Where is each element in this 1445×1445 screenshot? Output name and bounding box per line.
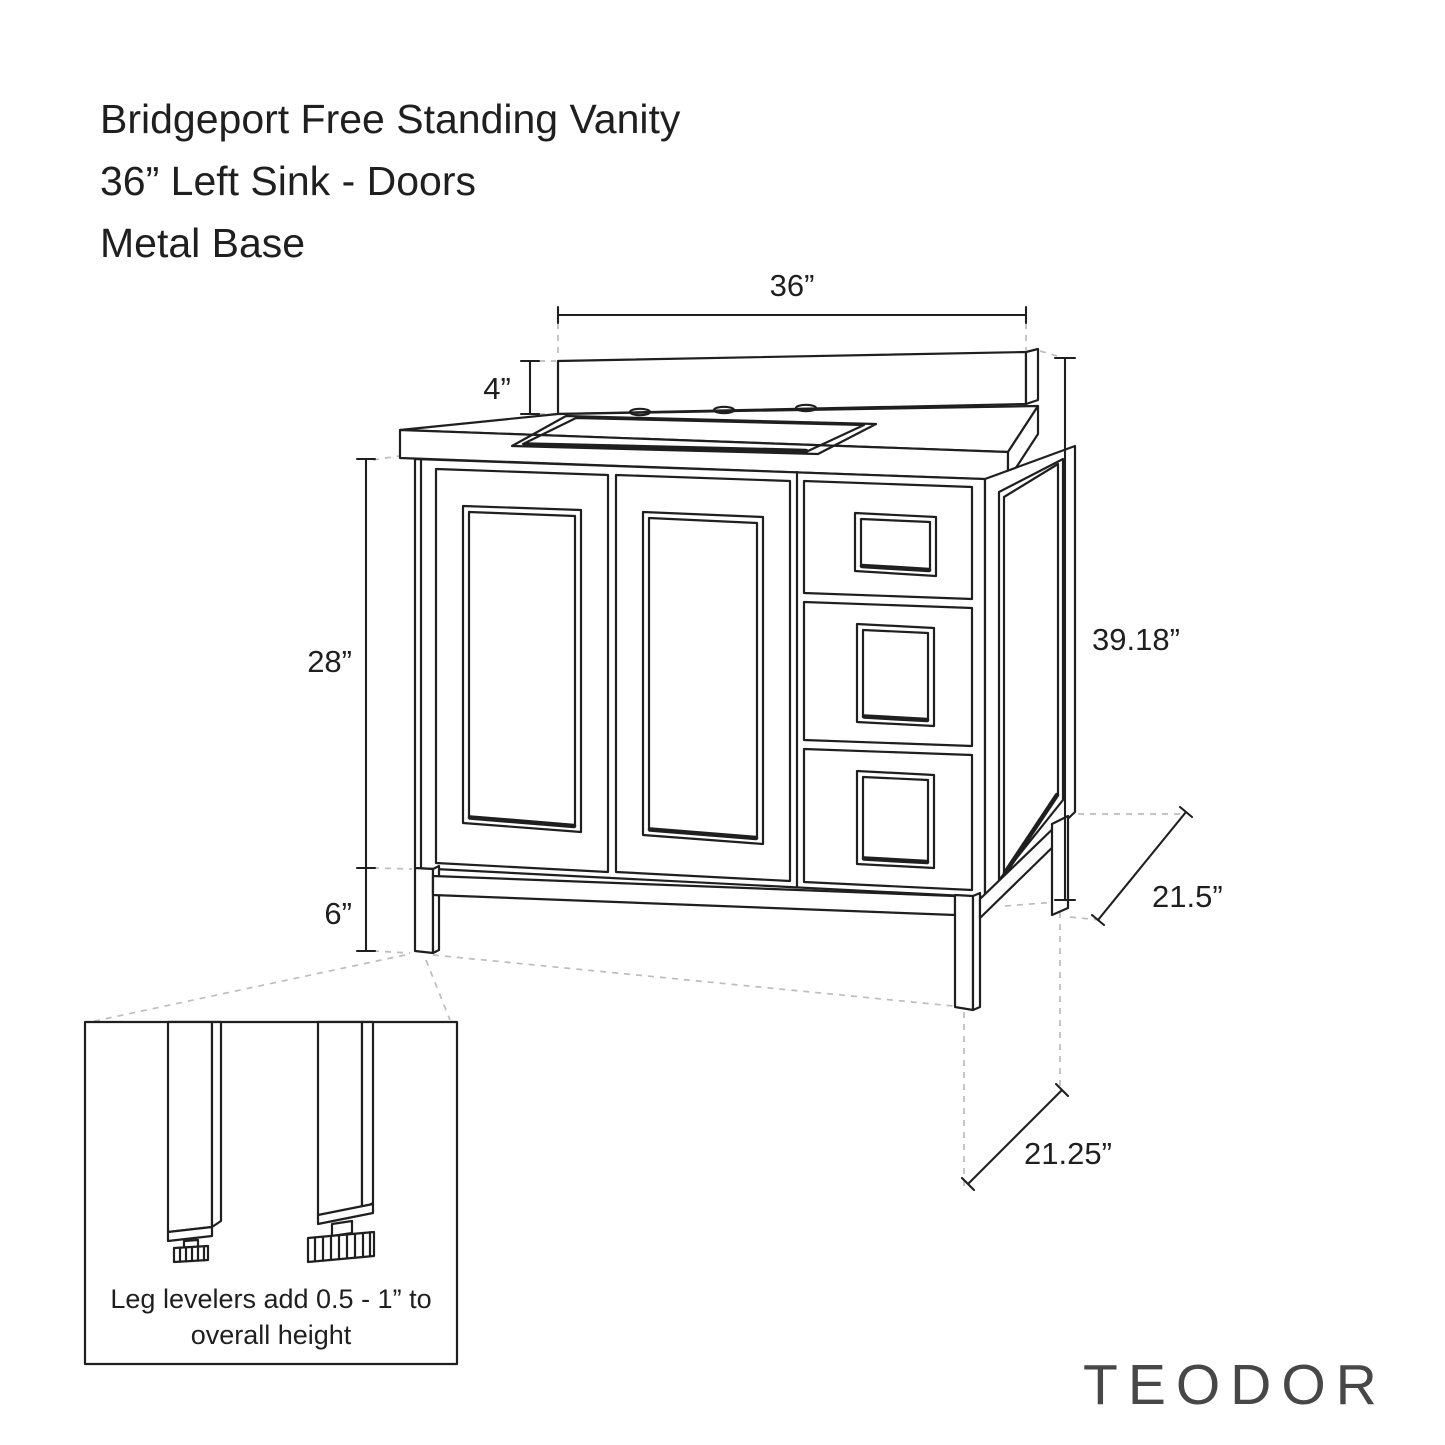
inset-note-line1: Leg levelers add 0.5 - 1” to	[110, 1284, 431, 1314]
drawer-bottom-panel-outer	[855, 769, 936, 870]
backsplash-front-face	[556, 350, 1028, 416]
leg-leveler-inset: Leg levelers add 0.5 - 1” to overall hei…	[83, 1020, 459, 1366]
drawer-top-panel-outer	[853, 511, 938, 578]
title-line-base: Metal Base	[100, 220, 306, 266]
faucet-hole-right	[794, 403, 818, 413]
ext-line-overall-top	[1039, 350, 1058, 357]
dim-top-depth-line	[1090, 805, 1194, 927]
door-left	[434, 467, 610, 874]
floor-reference-line	[432, 954, 954, 1007]
door-right-panel-shadow	[647, 827, 759, 841]
page-title: Bridgeport Free Standing Vanity 36” Left…	[100, 88, 680, 274]
inset-leg-left-side	[210, 1020, 223, 1229]
inset-leg-right-side	[360, 1020, 375, 1211]
inset-leg-left-foot-ridges	[178, 1245, 206, 1263]
inset-leg-right	[306, 1020, 376, 1264]
drawer-middle-panel-outer	[855, 622, 936, 728]
dim-backsplash-line	[519, 359, 541, 416]
dim-overall-height: 39.18”	[1053, 356, 1180, 902]
ext-line-overall-bottom	[1004, 901, 1058, 907]
metal-base	[413, 814, 1070, 1012]
drawer-bottom-panel-shadow	[861, 856, 930, 865]
inset-leg-left-cap	[166, 1225, 214, 1243]
inset-leg-left	[166, 1020, 223, 1264]
ext-line-cabinet-bottom	[372, 867, 413, 870]
dim-overall-height-line	[1053, 356, 1077, 902]
inset-leg-right-front	[316, 1020, 364, 1217]
drawer-bottom	[802, 747, 974, 892]
dim-backsplash-height: 4”	[483, 359, 541, 416]
inset-leg-right-cap	[316, 1202, 375, 1226]
drawer-top	[802, 479, 974, 601]
dim-backsplash-label: 4”	[483, 371, 511, 406]
inset-note-line2: overall height	[191, 1320, 352, 1350]
title-line-config: 36” Left Sink - Doors	[100, 158, 476, 204]
dim-top-depth: 21.5”	[1090, 805, 1223, 927]
sink-cutout-outer	[510, 414, 878, 456]
dim-leg-height-line	[355, 866, 377, 953]
dimension-annotations: 36” 4” 28” 6” 39.18” 21.5” 21.25	[307, 268, 1223, 1192]
sink-cutout-shadow-edge	[522, 442, 809, 454]
countertop	[398, 403, 1040, 482]
door-left-panel-outer	[461, 504, 583, 834]
ext-line-depth-front	[1069, 916, 1101, 921]
backsplash-end-face	[1024, 347, 1040, 406]
drawer-middle	[802, 600, 974, 748]
front-right-leg	[953, 893, 975, 1012]
brand-logo: TEODOR	[1083, 1353, 1387, 1417]
dim-cabinet-height: 28”	[307, 457, 377, 870]
inset-leader-left	[89, 954, 406, 1023]
dim-top-width-line	[556, 305, 1028, 325]
front-right-leg-side	[971, 891, 982, 1012]
dim-top-width: 36”	[556, 268, 1028, 325]
door-right	[614, 473, 792, 883]
inset-leg-left-front	[166, 1020, 214, 1234]
inset-leg-right-foot-ridges	[313, 1231, 372, 1263]
dim-base-depth-label: 21.25”	[1024, 1136, 1112, 1171]
backsplash	[556, 347, 1040, 416]
title-line-product: Bridgeport Free Standing Vanity	[100, 96, 681, 142]
door-right-panel-outer	[641, 510, 765, 846]
dim-overall-height-label: 39.18”	[1092, 622, 1180, 657]
side-panel-frame-outer	[997, 457, 1065, 882]
dim-leg-height-label: 6”	[324, 896, 352, 931]
dim-cabinet-height-line	[355, 457, 377, 870]
side-panel	[983, 444, 1077, 899]
ext-line-cabinet-top	[372, 455, 400, 461]
dim-cabinet-height-label: 28”	[307, 644, 352, 679]
side-panel-shadow	[1002, 792, 1060, 876]
ext-line-leg-bottom	[372, 950, 411, 954]
dim-leg-height: 6”	[324, 866, 377, 953]
drawer-middle-panel-shadow	[861, 714, 930, 723]
inset-leg-right-foot	[306, 1230, 376, 1264]
dim-top-width-label: 36”	[770, 268, 815, 303]
door-left-panel-shadow	[467, 815, 577, 829]
dim-base-depth-line	[960, 1082, 1070, 1192]
cabinet-body	[413, 444, 1077, 899]
front-left-leg	[413, 866, 435, 955]
dim-base-depth: 21.25”	[960, 1082, 1112, 1192]
faucet-hole-left	[628, 407, 652, 417]
dim-top-depth-label: 21.5”	[1152, 879, 1223, 914]
inset-leader-right	[425, 959, 451, 1021]
reference-dashed-lines	[89, 323, 1180, 1190]
inset-box	[83, 1020, 459, 1366]
drawer-top-panel-shadow	[859, 563, 932, 573]
faucet-hole-center	[712, 405, 736, 415]
